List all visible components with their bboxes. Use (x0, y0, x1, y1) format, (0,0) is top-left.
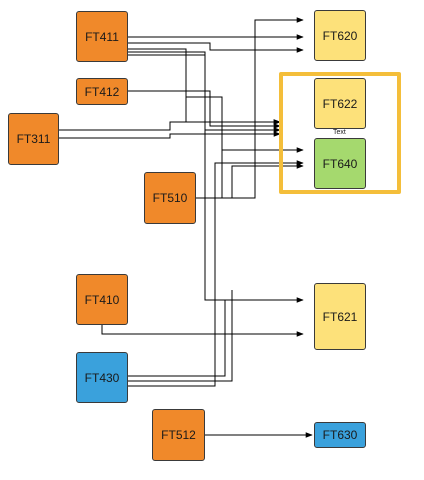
node-ft430[interactable]: FT430 (76, 352, 128, 403)
node-ft640[interactable]: FT640 (314, 138, 366, 189)
edge-ft412-ft622b (128, 90, 281, 129)
text-annotation: Text (333, 129, 346, 136)
node-ft510[interactable]: FT510 (144, 172, 196, 224)
node-ft311[interactable]: FT311 (8, 113, 59, 165)
edge-ft430-ft640 (128, 160, 304, 387)
node-ft412[interactable]: FT412 (76, 78, 128, 105)
node-ft411[interactable]: FT411 (76, 11, 128, 62)
node-ft512[interactable]: FT512 (152, 409, 205, 461)
edge-ft411-ft640 (128, 54, 281, 133)
edge-ft411-ft621 (128, 51, 304, 303)
node-ft620[interactable]: FT620 (314, 10, 366, 61)
edge-ft412-ft640 (128, 90, 304, 153)
edge-ft510-ft620 (196, 17, 304, 199)
edge-ft311-ft640 (59, 131, 281, 139)
edge-ft430-ft621 (128, 300, 226, 377)
node-ft410[interactable]: FT410 (76, 274, 128, 325)
highlight-group (279, 72, 401, 194)
node-ft622[interactable]: FT622 (314, 78, 366, 129)
edge-ft411-ft622 (128, 48, 281, 125)
edge-ft410-ft621 (101, 325, 304, 337)
edge-ft430-up (128, 290, 233, 382)
edge-ft311-ft622 (59, 119, 281, 131)
node-ft621[interactable]: FT621 (314, 283, 366, 350)
edge-ft411-ft620-b (128, 42, 304, 53)
node-ft630[interactable]: FT630 (314, 422, 366, 448)
